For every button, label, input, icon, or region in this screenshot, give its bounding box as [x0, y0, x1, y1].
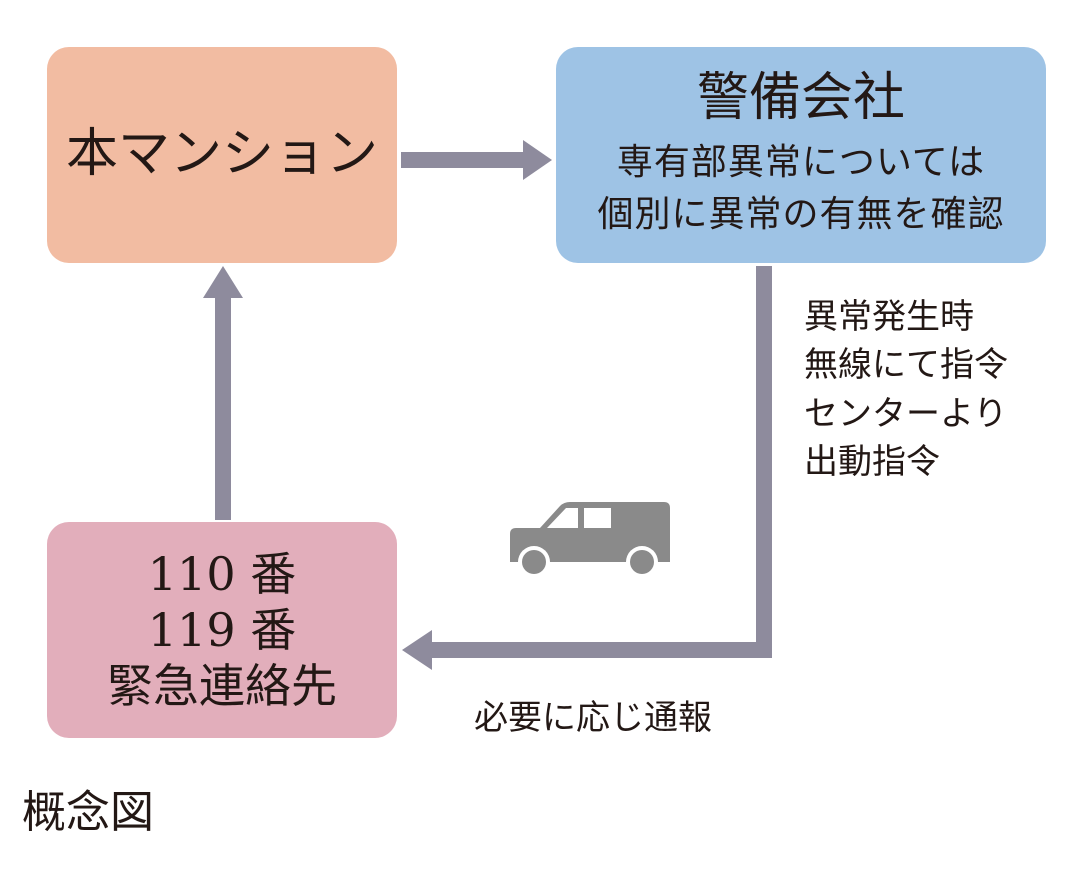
arrow-security-to-emergency	[402, 266, 772, 670]
diagram-caption: 概念図	[22, 787, 154, 838]
emergency-line-119: 119 番	[147, 602, 297, 657]
emergency-contacts-box: 110 番 119 番 緊急連絡先	[47, 522, 397, 738]
mansion-label: 本マンション	[65, 124, 378, 185]
arrow-mansion-to-security	[401, 140, 552, 180]
arrow-emergency-to-mansion	[203, 266, 243, 520]
dispatch-note: 異常発生時 無線にて指令 センターより 出動指令	[804, 293, 1008, 486]
dispatch-note-line: 無線にて指令	[804, 345, 1008, 386]
dispatch-note-line: センターより	[804, 393, 1008, 434]
dispatch-note-line: 異常発生時	[804, 297, 974, 337]
emergency-line-contacts: 緊急連絡先	[107, 659, 337, 714]
security-line: 個別に異常の有無を確認	[597, 193, 1005, 235]
security-title: 警備会社	[696, 67, 905, 128]
emergency-line-110: 110 番	[147, 546, 297, 601]
security-line: 専有部異常については	[616, 141, 986, 183]
dispatch-note-line: 出動指令	[804, 441, 940, 482]
security-company-box: 警備会社 専有部異常については 個別に異常の有無を確認	[556, 47, 1046, 263]
notify-label: 必要に応じ通報	[474, 698, 712, 738]
car-icon	[510, 502, 670, 578]
mansion-box: 本マンション	[47, 47, 397, 263]
